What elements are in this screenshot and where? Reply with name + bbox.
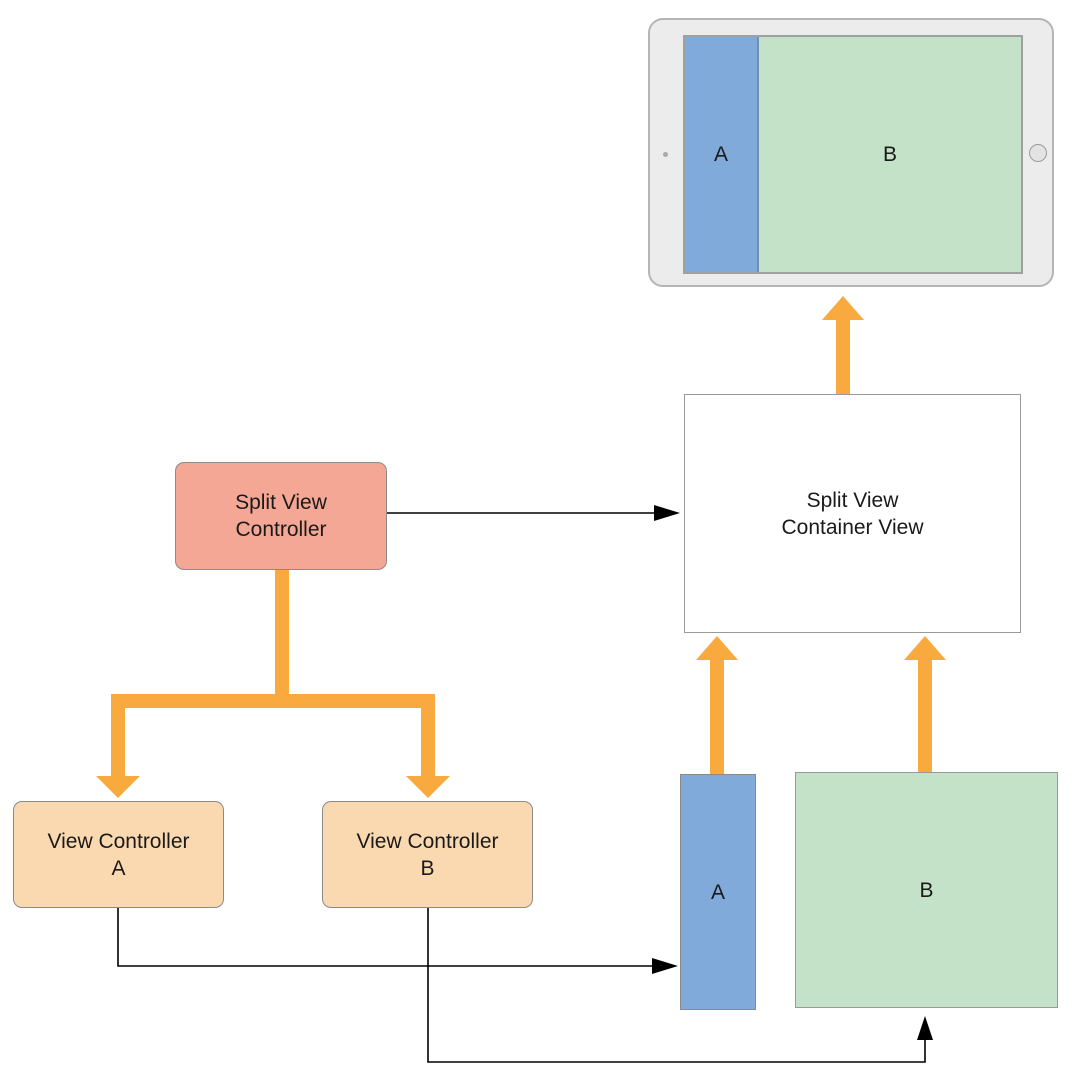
tablet-device: A B: [648, 18, 1054, 287]
connector-vc-a-to-view-a: [117, 908, 654, 967]
view-a-label: A: [710, 880, 725, 904]
view-b-label: B: [919, 878, 934, 902]
arrowhead-to-container: [654, 505, 680, 521]
view-controller-b-label-line1: View Controller: [356, 829, 499, 853]
container-view-label-line2: Container View: [781, 515, 924, 539]
view-controller-a-node: View Controller A: [13, 801, 224, 908]
screen-pane-a-label: A: [713, 143, 728, 166]
screen-pane-b: B: [759, 37, 1021, 272]
thin-connectors: [117, 512, 926, 1063]
split-view-controller-node: Split View Controller: [175, 462, 387, 570]
hierarchy-right-drop: [421, 694, 435, 780]
device-screen: A B: [683, 35, 1023, 274]
view-controller-b-label-line2: B: [420, 856, 435, 880]
arrowhead-to-view-a: [652, 958, 678, 974]
hierarchy-arrows: [96, 570, 450, 798]
connector-vc-b-to-view-b: [427, 908, 926, 1063]
hierarchy-crossbar: [111, 694, 435, 708]
view-controller-b-node: View Controller B: [322, 801, 533, 908]
hierarchy-trunk: [275, 570, 289, 698]
arrowhead-to-view-b: [917, 1016, 933, 1040]
home-button-icon: [1029, 144, 1047, 162]
container-view-label-line1: Split View: [806, 488, 899, 512]
upward-arrows: [696, 296, 946, 774]
split-view-controller-label-line2: Controller: [235, 518, 327, 541]
split-view-container-view-node: Split View Container View: [684, 394, 1021, 633]
arrowhead-to-view-controller-a: [96, 776, 140, 798]
view-controller-a-label-line2: A: [111, 856, 126, 880]
arrow-container-head: [822, 296, 864, 320]
screen-pane-b-label: B: [882, 143, 897, 166]
view-b-node: B: [795, 772, 1058, 1008]
view-controller-a-label-line1: View Controller: [47, 829, 190, 853]
arrow-view-a-shaft: [710, 658, 724, 774]
camera-dot-icon: [663, 152, 668, 157]
arrow-view-b-head: [904, 636, 946, 660]
view-a-node: A: [680, 774, 756, 1010]
hierarchy-left-drop: [111, 694, 125, 780]
split-view-controller-label-line1: Split View: [235, 491, 327, 514]
arrowhead-to-view-controller-b: [406, 776, 450, 798]
arrow-view-a-head: [696, 636, 738, 660]
screen-pane-a: A: [685, 37, 759, 272]
arrow-view-b-shaft: [918, 658, 932, 772]
arrow-container-shaft: [836, 318, 850, 394]
connector-arrowheads: [652, 505, 933, 1040]
